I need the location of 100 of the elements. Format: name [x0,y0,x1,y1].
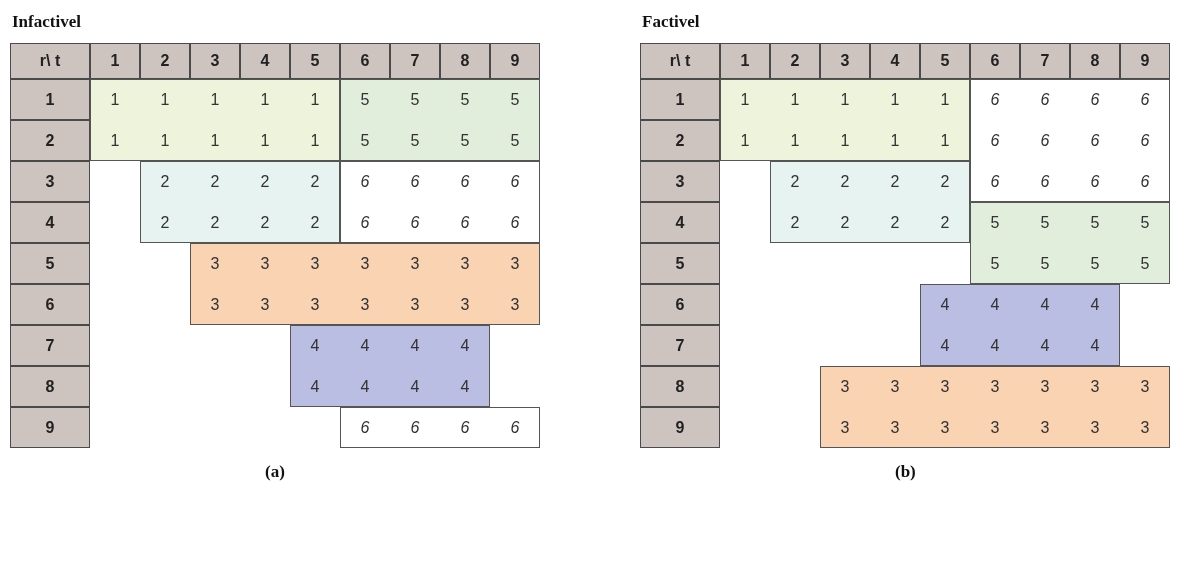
row-header: 8 [10,366,90,407]
cell-value: 4 [939,294,951,315]
cell-value: 3 [259,253,271,274]
cell-value: 5 [459,89,471,110]
cell-value: 2 [309,171,321,192]
cell-value: 2 [209,171,221,192]
column-header: 9 [490,43,540,79]
cell-value: 3 [1039,417,1051,438]
cell-value: 4 [459,335,471,356]
cell-value: 1 [159,89,171,110]
row-header: 7 [640,325,720,366]
column-header: r\ t [10,43,90,79]
cell-value: 1 [889,130,901,151]
cell-value: 2 [889,212,901,233]
cell-value: 2 [939,171,951,192]
column-header: 5 [920,43,970,79]
row-header: 9 [640,407,720,448]
cell-value: 1 [109,130,121,151]
cell-value: 4 [939,335,951,356]
cell-value: 3 [1089,417,1101,438]
cell-value: 3 [359,294,371,315]
cell-value: 6 [459,212,471,233]
cell-value: 5 [359,89,371,110]
row-header: 4 [10,202,90,243]
cell-value: 5 [409,130,421,151]
cell-value: 6 [459,417,471,438]
cell-value: 3 [989,376,1001,397]
cell-value: 2 [259,212,271,233]
column-header: 3 [820,43,870,79]
cell-value: 6 [459,171,471,192]
cell-value: 6 [509,417,521,438]
cell-value: 3 [209,253,221,274]
cell-value: 3 [309,253,321,274]
cell-value: 5 [359,130,371,151]
cell-value: 1 [839,130,851,151]
panel-title: Infactivel [12,12,81,32]
cell-value: 3 [889,376,901,397]
cell-value: 3 [459,253,471,274]
cell-value: 4 [1039,335,1051,356]
cell-value: 5 [1139,212,1151,233]
cell-value: 2 [839,212,851,233]
column-header: 8 [1070,43,1120,79]
cell-value: 4 [1089,335,1101,356]
column-header: 6 [340,43,390,79]
row-header: 3 [640,161,720,202]
cell-value: 1 [839,89,851,110]
cell-value: 1 [209,130,221,151]
column-header: 7 [390,43,440,79]
cell-value: 1 [739,89,751,110]
cell-value: 1 [939,130,951,151]
panel-title: Factivel [642,12,700,32]
cell-value: 5 [1139,253,1151,274]
row-header: 1 [640,79,720,120]
cell-value: 5 [409,89,421,110]
row-header: 6 [10,284,90,325]
cell-value: 6 [409,417,421,438]
column-header: 4 [870,43,920,79]
cell-value: 3 [939,417,951,438]
cell-value: 3 [359,253,371,274]
cell-value: 3 [889,417,901,438]
cell-value: 6 [1039,171,1051,192]
cell-value: 4 [989,335,1001,356]
cell-value: 6 [509,212,521,233]
row-header: 9 [10,407,90,448]
row-header: 5 [640,243,720,284]
cell-value: 5 [509,89,521,110]
cell-value: 3 [309,294,321,315]
cell-value: 4 [309,335,321,356]
cell-value: 6 [1139,171,1151,192]
cell-value: 6 [989,130,1001,151]
cell-value: 6 [1089,130,1101,151]
cell-value: 3 [1089,376,1101,397]
cell-value: 5 [459,130,471,151]
cell-value: 2 [309,212,321,233]
cell-value: 2 [839,171,851,192]
column-header: r\ t [640,43,720,79]
cell-value: 6 [409,212,421,233]
row-header: 5 [10,243,90,284]
cell-value: 2 [259,171,271,192]
cell-value: 2 [789,212,801,233]
column-header: 2 [770,43,820,79]
cell-value: 1 [309,130,321,151]
cell-value: 6 [989,171,1001,192]
cell-value: 1 [889,89,901,110]
cell-value: 6 [409,171,421,192]
cell-value: 2 [939,212,951,233]
row-header: 8 [640,366,720,407]
column-header: 1 [90,43,140,79]
cell-value: 6 [989,89,1001,110]
cell-value: 6 [359,212,371,233]
cell-value: 6 [509,171,521,192]
cell-value: 1 [159,130,171,151]
cell-value: 4 [359,376,371,397]
panel-caption: (b) [895,462,916,482]
cell-value: 4 [309,376,321,397]
row-header: 6 [640,284,720,325]
row-header: 4 [640,202,720,243]
cell-value: 5 [989,253,1001,274]
cell-value: 2 [159,171,171,192]
cell-value: 5 [1039,253,1051,274]
